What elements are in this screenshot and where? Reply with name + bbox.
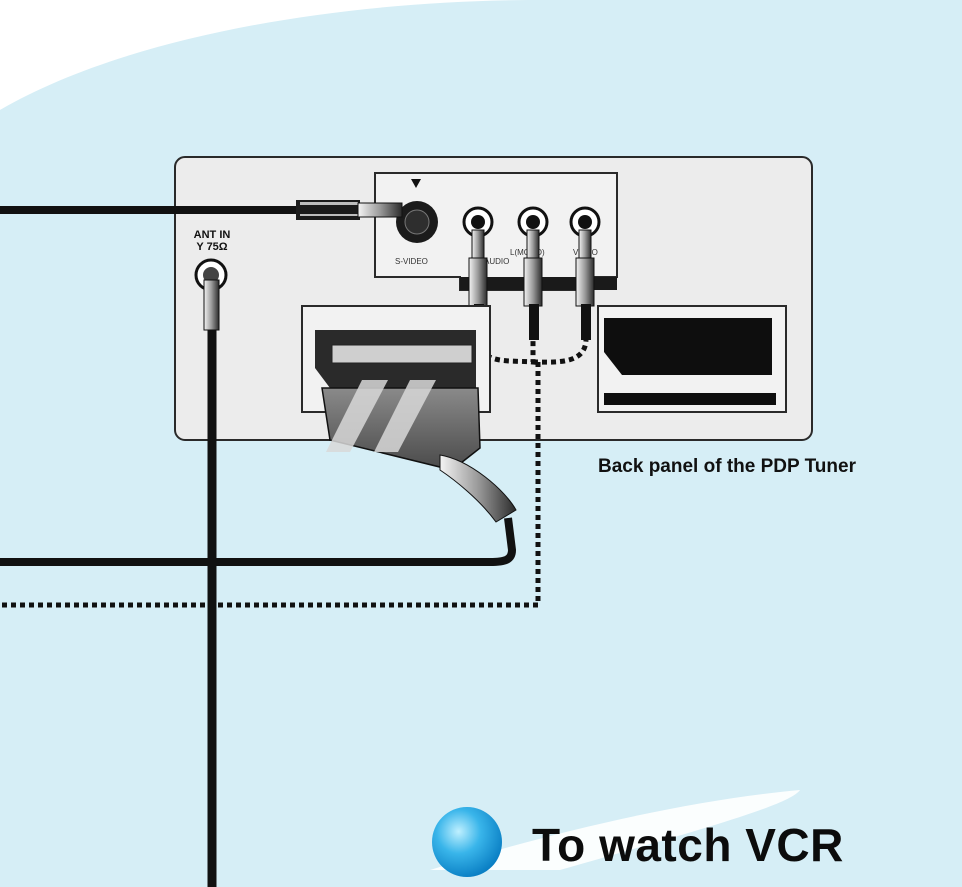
svideo-port-label: S-VIDEO	[395, 257, 428, 266]
ant-in-plug	[203, 279, 220, 331]
rca-bundle-cable	[0, 339, 589, 608]
background-blob-edge	[0, 17, 958, 887]
panel-caption: Back panel of the PDP Tuner	[598, 456, 856, 477]
rca-plug-video	[575, 229, 595, 340]
svideo-arrow-icon	[411, 179, 421, 188]
ant-in-label-line1: ANT IN	[193, 229, 231, 241]
scart-socket-right[interactable]	[604, 318, 772, 375]
scart-plug	[315, 330, 517, 523]
rca-plug-audio-l	[523, 229, 543, 340]
scart-cable	[0, 517, 517, 566]
ant-in-label: ANT IN Y 75Ω	[190, 229, 234, 253]
antenna-icon: Y	[196, 241, 204, 253]
ant-in-impedance: 75Ω	[206, 241, 228, 253]
blue-bullet-icon	[432, 807, 502, 877]
ant-in-label-line2: Y 75Ω	[190, 241, 234, 253]
white-swoosh	[430, 790, 800, 870]
section-title: To watch VCR	[532, 819, 844, 871]
audio-port-label: AUDIO	[484, 257, 509, 266]
